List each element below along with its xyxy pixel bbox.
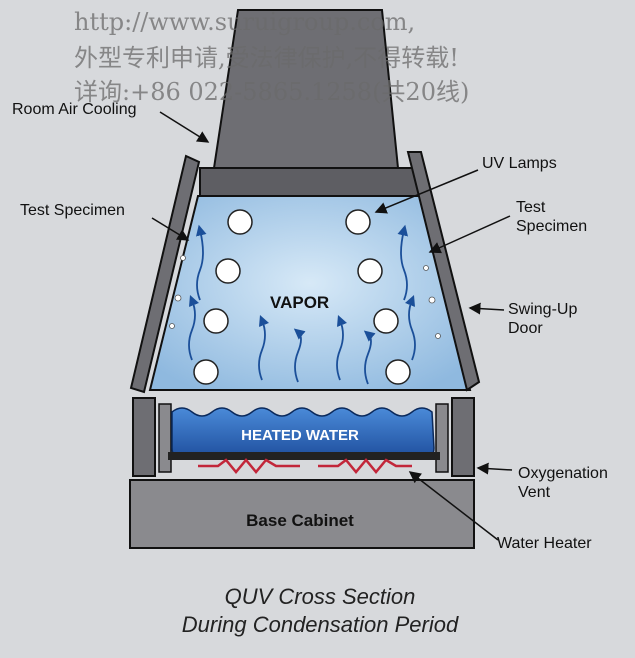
vapor-arrow-icon (293, 328, 306, 383)
droplet-icon (174, 294, 182, 302)
droplet-icon (180, 255, 186, 261)
droplet-icon (428, 296, 436, 304)
water-heater-arrow (408, 471, 499, 541)
vapor-arrow-icon (397, 224, 408, 301)
uv-lamp-icon (203, 308, 229, 334)
test-specimen-right-label-2: Specimen (516, 218, 587, 235)
vapor-arrow-icon (404, 294, 416, 361)
watermark-line-3: 详询:+86 022-5865.1258(共20线) (74, 78, 469, 106)
uv-lamp-icon (385, 359, 411, 385)
left-swing-door (129, 154, 201, 394)
droplet-icon (169, 323, 175, 329)
uv-lamps-label: UV Lamps (482, 155, 557, 172)
oxygenation-vent-label-2: Vent (518, 484, 551, 501)
room-air-cooling-label: Room Air Cooling (12, 101, 137, 118)
right-inner-wall (435, 403, 449, 473)
caption-line-1: QUV Cross Section (225, 584, 416, 609)
condensation-droplets (169, 255, 441, 339)
base-cabinet-label: Base Cabinet (246, 511, 354, 530)
oxygenation-vent-arrow (476, 462, 513, 475)
oxygenation-vent-label-1: Oxygenation (518, 465, 608, 482)
vapor-arrow-icon (258, 314, 270, 381)
swing-up-door-label-1: Swing-Up (508, 301, 577, 318)
uv-lamp-icon (193, 359, 219, 385)
uv-lamps (193, 209, 411, 385)
uv-lamp-icon (227, 209, 253, 235)
droplet-icon (423, 265, 429, 271)
watermark-line-1: http://www.suruigroup.com, (74, 8, 415, 36)
vapor-arrow-icon (188, 294, 200, 361)
caption-line-2: During Condensation Period (182, 612, 459, 637)
swing-up-door-label-2: Door (508, 320, 543, 337)
water-heater-label: Water Heater (497, 535, 592, 552)
uv-lamp-icon (357, 258, 383, 284)
uv-lamp-icon (373, 308, 399, 334)
vapor-arrow-icon (196, 224, 207, 301)
swing-up-door-arrow (468, 302, 505, 315)
right-swing-door (406, 151, 481, 392)
heated-water-label: HEATED WATER (241, 427, 359, 444)
tray-base (168, 452, 440, 460)
base-cabinet (129, 479, 475, 549)
water-heater-coil-left (198, 458, 300, 474)
water-surface (171, 407, 435, 459)
test-specimen-right-arrow (428, 215, 511, 254)
vapor-arrow-icon (336, 314, 348, 381)
uv-lamp-icon (215, 258, 241, 284)
droplet-icon (435, 333, 441, 339)
condensation-chamber (148, 195, 472, 391)
right-lower-wall (451, 397, 475, 477)
test-specimen-left-arrow (151, 217, 190, 241)
callout-arrows (151, 111, 513, 541)
uv-lamps-arrow (374, 169, 479, 214)
test-specimen-right-label-1: Test (516, 199, 546, 216)
water-heater-coil-right (318, 458, 412, 474)
room-air-cooling-arrow (159, 111, 210, 143)
uv-lamp-icon (345, 209, 371, 235)
watermark-line-2: 外型专利申请,受法律保护,不得转载! (74, 44, 459, 72)
left-inner-wall (158, 403, 172, 473)
test-specimen-left-label: Test Specimen (20, 202, 125, 219)
vapor-arrow-icon (363, 330, 376, 385)
duct-collar (199, 167, 421, 197)
vapor-label: VAPOR (270, 293, 329, 312)
left-lower-wall (132, 397, 156, 477)
vapor-flow (188, 224, 416, 385)
